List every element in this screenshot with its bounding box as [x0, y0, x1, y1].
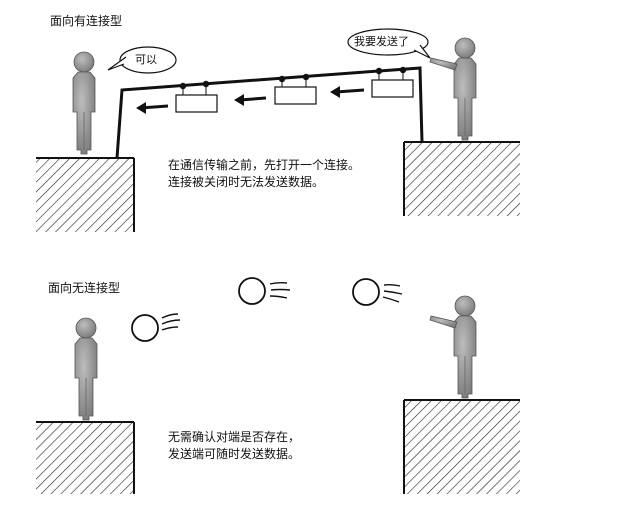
- connectionless-heading: 面向无连接型: [48, 281, 121, 295]
- receiver-figure-bottom: [74, 317, 98, 421]
- receiver-bubble-text: 可以: [135, 53, 157, 66]
- connection-oriented-heading: 面向有连接型: [50, 14, 123, 28]
- connectionless-desc-line2: 发送端可随时发送数据。: [168, 447, 301, 461]
- sender-bubble-text: 我要发送了: [354, 35, 409, 48]
- connection-oriented-desc-line2: 连接被关闭时无法发送数据。: [168, 175, 325, 189]
- connectionless-section: [36, 277, 520, 494]
- right-cliff-bottom: [403, 399, 520, 494]
- data-packet: [371, 66, 414, 98]
- direction-arrow: [234, 94, 267, 106]
- data-packet: [175, 80, 218, 113]
- direction-arrow: [136, 102, 169, 114]
- direction-arrow: [330, 86, 365, 98]
- connection-oriented-desc-line1: 在通信传输之前，先打开一个连接。: [168, 158, 361, 172]
- right-cliff-top: [403, 141, 520, 216]
- sender-figure-bottom: [429, 295, 477, 399]
- data-packet: [274, 73, 317, 105]
- receiver-figure-top: [72, 51, 96, 155]
- connectionless-desc-line1: 无需确认对端是否存在，: [168, 430, 301, 444]
- flying-packet: [131, 313, 181, 342]
- flying-packet: [238, 277, 291, 305]
- sender-figure-top: [429, 37, 477, 141]
- connection-frame: [115, 66, 424, 159]
- left-cliff-top: [36, 157, 135, 232]
- left-cliff-bottom: [36, 421, 135, 494]
- flying-packet: [352, 278, 403, 306]
- sender-speech-bubble: [347, 28, 431, 59]
- connection-oriented-section: [36, 28, 520, 232]
- receiver-speech-bubble: [107, 46, 177, 74]
